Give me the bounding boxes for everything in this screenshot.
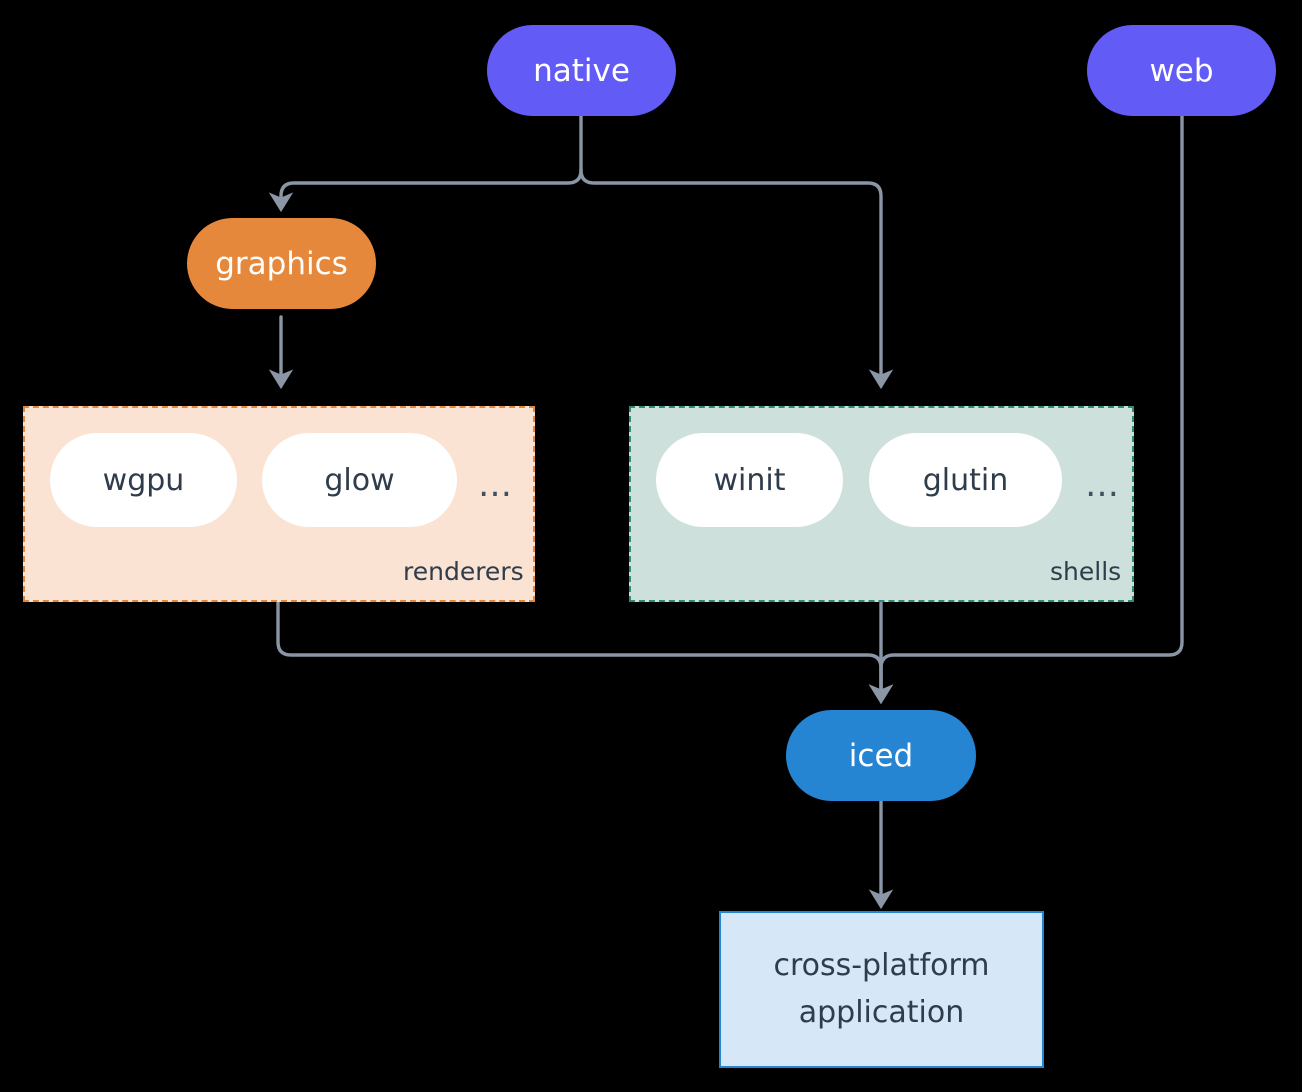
node-winit[interactable]: winit <box>656 433 843 527</box>
cluster-shells-label: shells <box>1050 557 1122 586</box>
application-label-line2: application <box>798 994 965 1030</box>
node-glutin[interactable]: glutin <box>869 433 1062 527</box>
node-iced-label: iced <box>848 737 914 774</box>
edge-renderers-to-iced <box>276 600 894 705</box>
node-graphics[interactable]: graphics <box>187 218 376 309</box>
shells-overflow-ellipsis: … <box>1085 465 1120 505</box>
cluster-renderers-label: renderers <box>403 557 524 586</box>
node-cross-platform-application[interactable]: cross-platform application <box>719 911 1044 1068</box>
node-graphics-label: graphics <box>215 245 348 282</box>
node-glutin-label: glutin <box>922 462 1009 498</box>
edge-native-to-shells <box>579 168 894 390</box>
node-iced[interactable]: iced <box>786 710 976 801</box>
node-native[interactable]: native <box>487 25 676 116</box>
node-native-label: native <box>533 52 630 89</box>
renderers-overflow-ellipsis: … <box>478 465 513 505</box>
node-web-label: web <box>1149 52 1214 89</box>
node-wgpu[interactable]: wgpu <box>50 433 237 527</box>
node-wgpu-label: wgpu <box>102 462 185 498</box>
node-glow-label: glow <box>324 462 395 498</box>
edge-native-to-graphics <box>268 168 583 213</box>
application-label-line1: cross-platform <box>773 948 990 983</box>
edge-web-to-iced <box>868 113 1184 705</box>
node-glow[interactable]: glow <box>262 433 457 527</box>
node-winit-label: winit <box>713 462 786 498</box>
node-web[interactable]: web <box>1087 25 1276 116</box>
